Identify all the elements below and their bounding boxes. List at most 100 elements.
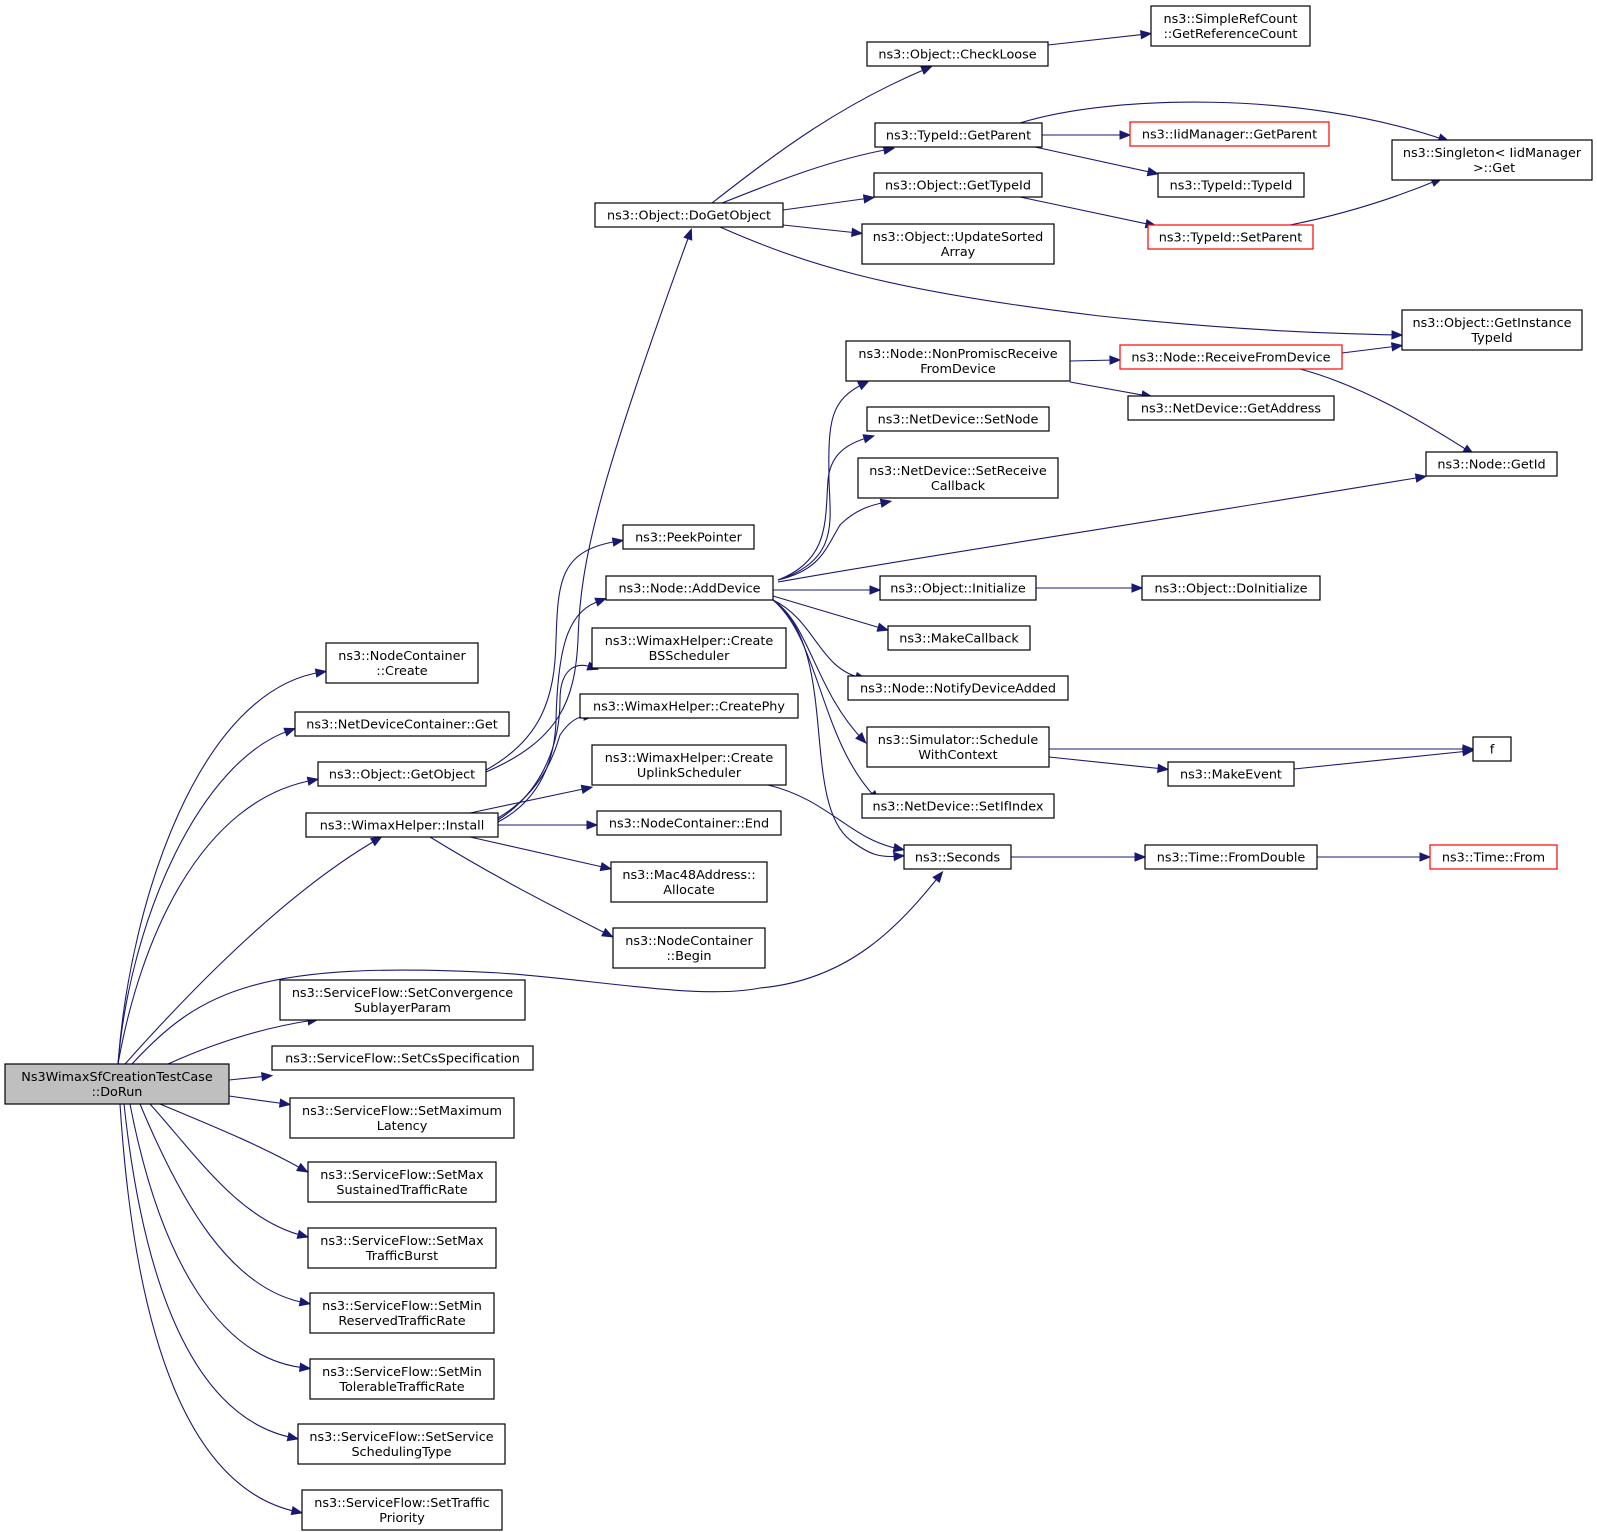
edge-wh_install-to-wh_createul xyxy=(469,787,589,814)
edge-typeid_setparent-to-singleton_get xyxy=(1289,179,1439,226)
node-label: SublayerParam xyxy=(354,1001,451,1016)
edge-node_nonpromisc-to-nd_getaddress xyxy=(1069,381,1149,397)
edge-root-to-sf_setsched xyxy=(123,1103,295,1439)
node-label: ::DoRun xyxy=(92,1085,143,1100)
node-box xyxy=(307,1227,497,1269)
node-obj_getobject[interactable]: ns3::Object::GetObject xyxy=(317,761,487,787)
node-label: ns3::Seconds xyxy=(915,851,1001,866)
edge-root-to-sf_setconv xyxy=(167,1019,315,1065)
edge-root-to-sf_setmintol xyxy=(129,1103,307,1369)
node-wh_createphy[interactable]: ns3::WimaxHelper::CreatePhy xyxy=(579,693,799,719)
edge-wh_install-to-mac48_alloc xyxy=(469,836,608,869)
node-root[interactable]: Ns3WimaxSfCreationTestCase::DoRun xyxy=(4,1063,230,1105)
node-label: ns3::IidManager::GetParent xyxy=(1142,128,1317,143)
node-label: ns3::NetDevice::SetReceive xyxy=(869,464,1047,479)
arrowhead-sf_setmintol xyxy=(298,1362,312,1372)
node-node_notify[interactable]: ns3::Node::NotifyDeviceAdded xyxy=(847,675,1069,701)
node-obj_checkloose[interactable]: ns3::Object::CheckLoose xyxy=(866,41,1049,67)
node-box xyxy=(4,1063,230,1105)
node-label: Latency xyxy=(377,1119,428,1134)
node-nc_end[interactable]: ns3::NodeContainer::End xyxy=(596,810,782,836)
node-sf_setconv[interactable]: ns3::ServiceFlow::SetConvergenceSublayer… xyxy=(279,979,526,1021)
arrowhead-wh_install xyxy=(369,836,383,847)
node-label: ns3::Node::NotifyDeviceAdded xyxy=(860,682,1056,697)
node-ndc_get[interactable]: ns3::NetDeviceContainer::Get xyxy=(294,711,510,737)
edge-node_adddevice-to-node_notify xyxy=(772,599,863,679)
node-makecallback[interactable]: ns3::MakeCallback xyxy=(887,625,1031,651)
node-mac48_alloc[interactable]: ns3::Mac48Address::Allocate xyxy=(610,861,768,903)
node-node_adddevice[interactable]: ns3::Node::AddDevice xyxy=(605,575,774,601)
edge-root-to-sf_setmaxburst xyxy=(149,1103,305,1237)
edge-makeevent-to-f xyxy=(1293,750,1470,770)
node-nd_setnode[interactable]: ns3::NetDevice::SetNode xyxy=(866,406,1050,432)
node-label: ns3::Object::DoInitialize xyxy=(1154,582,1307,597)
node-wh_install[interactable]: ns3::WimaxHelper::Install xyxy=(305,812,499,838)
node-node_getid[interactable]: ns3::Node::GetId xyxy=(1425,451,1558,477)
node-typeid_typeid[interactable]: ns3::TypeId::TypeId xyxy=(1157,172,1305,198)
node-nc_begin[interactable]: ns3::NodeContainer::Begin xyxy=(612,927,766,969)
node-nd_setifindex[interactable]: ns3::NetDevice::SetIfIndex xyxy=(861,793,1055,819)
node-iid_getparent[interactable]: ns3::IidManager::GetParent xyxy=(1129,121,1330,147)
edge-root-to-sf_setmaxsus xyxy=(159,1103,305,1171)
node-obj_gettypeid[interactable]: ns3::Object::GetTypeId xyxy=(873,172,1043,198)
node-f[interactable]: f xyxy=(1472,736,1512,762)
arrowhead-sf_setmaxburst xyxy=(296,1229,310,1239)
arrowhead-obj_getinstance xyxy=(1391,330,1404,340)
node-nc_create[interactable]: ns3::NodeContainer::Create xyxy=(325,642,479,684)
node-label: ns3::Mac48Address:: xyxy=(622,868,755,883)
node-box xyxy=(307,1161,497,1203)
node-box xyxy=(874,122,1043,148)
node-box xyxy=(610,861,768,903)
node-box xyxy=(294,711,510,737)
node-typeid_getparent[interactable]: ns3::TypeId::GetParent xyxy=(874,122,1043,148)
node-obj_dogetobject[interactable]: ns3::Object::DoGetObject xyxy=(594,202,784,228)
node-sf_setsched[interactable]: ns3::ServiceFlow::SetServiceSchedulingTy… xyxy=(297,1423,506,1465)
node-label: ns3::Simulator::Schedule xyxy=(878,733,1039,748)
node-label: ns3::NetDeviceContainer::Get xyxy=(306,718,498,733)
node-box xyxy=(591,744,787,786)
node-label: Array xyxy=(941,245,976,260)
node-label: ns3::Time::FromDouble xyxy=(1157,851,1306,866)
node-sf_setmintol[interactable]: ns3::ServiceFlow::SetMinTolerableTraffic… xyxy=(309,1358,495,1400)
node-obj_doinitialize[interactable]: ns3::Object::DoInitialize xyxy=(1141,575,1321,601)
node-box xyxy=(317,761,487,787)
node-node_recvfromdev[interactable]: ns3::Node::ReceiveFromDevice xyxy=(1119,344,1343,370)
node-seconds[interactable]: ns3::Seconds xyxy=(903,844,1012,870)
arrowhead-makecallback xyxy=(876,622,890,632)
node-sf_setmaxsus[interactable]: ns3::ServiceFlow::SetMaxSustainedTraffic… xyxy=(307,1161,497,1203)
node-label: ns3::Node::AddDevice xyxy=(618,582,760,597)
node-box xyxy=(605,575,774,601)
node-makeevent[interactable]: ns3::MakeEvent xyxy=(1167,761,1295,787)
node-singleton_get[interactable]: ns3::Singleton< IidManager >::Get xyxy=(1391,139,1593,181)
node-typeid_setparent[interactable]: ns3::TypeId::SetParent xyxy=(1147,224,1314,250)
arrowhead-mac48_alloc xyxy=(599,861,613,872)
node-box xyxy=(579,693,799,719)
node-label: ns3::NetDevice::SetNode xyxy=(878,413,1039,428)
node-time_fromdouble[interactable]: ns3::Time::FromDouble xyxy=(1144,844,1318,870)
edge-root-to-sf_setcs xyxy=(228,1075,269,1081)
node-sf_setcs[interactable]: ns3::ServiceFlow::SetCsSpecification xyxy=(271,1045,534,1071)
node-time_from[interactable]: ns3::Time::From xyxy=(1429,844,1558,870)
node-peekpointer[interactable]: ns3::PeekPointer xyxy=(622,524,755,550)
node-box xyxy=(1157,172,1305,198)
node-sf_setminres[interactable]: ns3::ServiceFlow::SetMinReservedTrafficR… xyxy=(309,1292,495,1334)
arrowhead-obj_doinitialize xyxy=(1131,583,1144,593)
node-box xyxy=(861,223,1055,265)
node-nd_getaddress[interactable]: ns3::NetDevice::GetAddress xyxy=(1127,395,1335,421)
arrowhead-node_nonpromisc xyxy=(857,380,870,391)
arrowhead-obj_updatesorted xyxy=(851,227,864,238)
node-box xyxy=(1167,761,1295,787)
node-obj_initialize[interactable]: ns3::Object::Initialize xyxy=(879,575,1037,601)
node-src_getrefcount[interactable]: ns3::SimpleRefCount::GetReferenceCount xyxy=(1150,5,1311,47)
edge-node_adddevice-to-node_nonpromisc xyxy=(777,382,866,581)
